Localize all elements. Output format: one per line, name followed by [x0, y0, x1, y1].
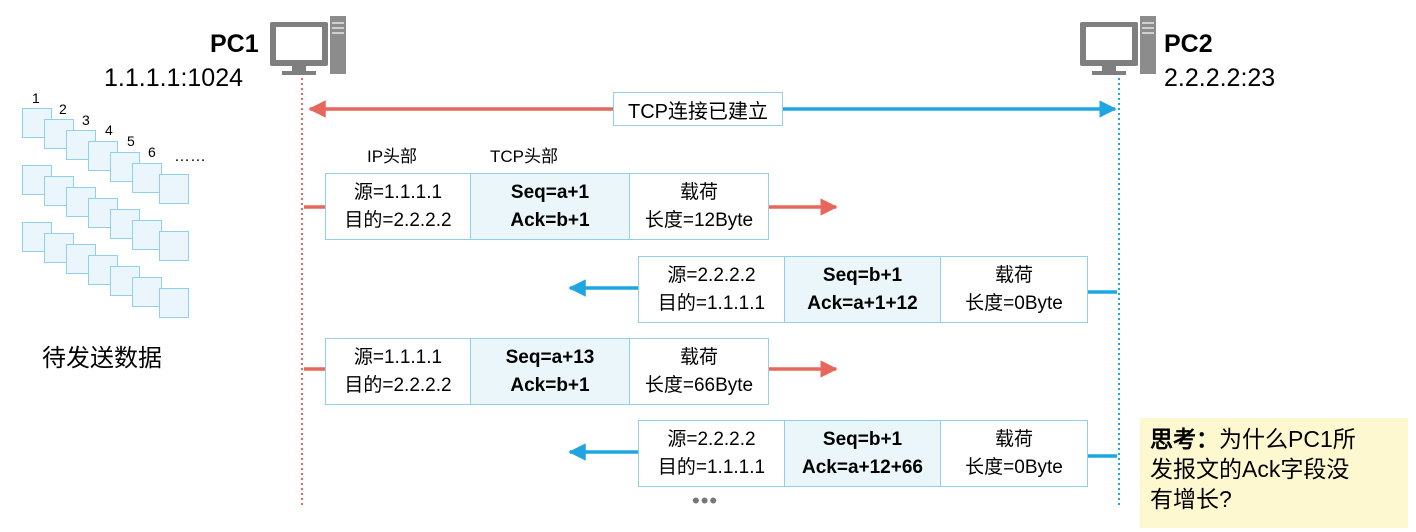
- packet-1-tcp-header: Seq=a+1 Ack=b+1: [470, 174, 630, 239]
- packet-3: 源=1.1.1.1 目的=2.2.2.2 Seq=a+13 Ack=b+1 载荷…: [325, 338, 769, 405]
- packet-2-ack: Ack=a+1+12: [807, 292, 918, 314]
- think-line-2: 发报文的Ack字段没: [1150, 456, 1350, 482]
- pc2-address: 2.2.2.2:23: [1164, 64, 1276, 92]
- computer-icon: [270, 16, 346, 75]
- packet-3-payload-length: 长度=66Byte: [644, 374, 754, 396]
- packet-3-ip-source: 源=1.1.1.1: [353, 346, 443, 368]
- computer-icon: [1080, 16, 1156, 75]
- packet-1: 源=1.1.1.1 目的=2.2.2.2 Seq=a+1 Ack=b+1 载荷 …: [325, 173, 769, 240]
- tcp-header-label: TCP头部: [490, 147, 558, 166]
- pc2-name: PC2: [1164, 30, 1213, 58]
- connection-label: TCP连接已建立: [613, 92, 783, 126]
- packet-1-payload-length: 长度=12Byte: [644, 209, 754, 231]
- packet-1-ip-destination: 目的=2.2.2.2: [344, 209, 452, 231]
- packet-4-ip-header: 源=2.2.2.2 目的=1.1.1.1: [639, 421, 784, 486]
- packet-4-ack: Ack=a+12+66: [802, 456, 923, 478]
- packet-2: 源=2.2.2.2 目的=1.1.1.1 Seq=b+1 Ack=a+1+12 …: [638, 256, 1088, 323]
- packet-3-tcp-header: Seq=a+13 Ack=b+1: [470, 339, 630, 404]
- packet-1-ack: Ack=b+1: [510, 209, 590, 231]
- packet-3-seq: Seq=a+13: [505, 346, 595, 368]
- packet-4-payload: 载荷 长度=0Byte: [941, 421, 1087, 486]
- more-indicator: •••: [692, 488, 719, 513]
- packet-1-payload: 载荷 长度=12Byte: [630, 174, 768, 239]
- packet-4-seq: Seq=b+1: [822, 428, 903, 450]
- queue-ellipsis: ……: [174, 148, 206, 165]
- think-label: 思考：: [1150, 426, 1219, 452]
- packet-3-ip-destination: 目的=2.2.2.2: [344, 374, 452, 396]
- packet-4-payload-length: 长度=0Byte: [965, 456, 1063, 478]
- queue-caption: 待发送数据: [42, 345, 162, 372]
- packet-2-seq: Seq=b+1: [822, 264, 903, 286]
- packet-2-tcp-header: Seq=b+1 Ack=a+1+12: [784, 257, 941, 322]
- pc1-name: PC1: [210, 30, 259, 58]
- packet-1-seq: Seq=a+1: [510, 181, 590, 203]
- packet-2-ip-header: 源=2.2.2.2 目的=1.1.1.1: [639, 257, 784, 322]
- packet-3-payload: 载荷 长度=66Byte: [630, 339, 768, 404]
- packet-1-ip-source: 源=1.1.1.1: [353, 181, 443, 203]
- packet-2-ip-destination: 目的=1.1.1.1: [657, 292, 766, 314]
- think-note: 思考：为什么PC1所 发报文的Ack字段没 有增长?: [1140, 418, 1408, 528]
- packet-3-ack: Ack=b+1: [510, 374, 590, 396]
- pc1-address: 1.1.1.1:1024: [104, 64, 244, 92]
- packet-3-payload-label: 载荷: [679, 346, 718, 368]
- packet-2-ip-source: 源=2.2.2.2: [667, 264, 756, 286]
- packet-4: 源=2.2.2.2 目的=1.1.1.1 Seq=b+1 Ack=a+12+66…: [638, 420, 1088, 487]
- queue-number-1: 1: [32, 90, 40, 106]
- packet-1-ip-header: 源=1.1.1.1 目的=2.2.2.2: [326, 174, 470, 239]
- packet-4-ip-source: 源=2.2.2.2: [667, 428, 756, 450]
- queue-number-4: 4: [105, 122, 113, 138]
- queue-number-5: 5: [127, 133, 135, 149]
- packet-3-ip-header: 源=1.1.1.1 目的=2.2.2.2: [326, 339, 470, 404]
- packet-4-payload-label: 载荷: [994, 428, 1033, 450]
- ip-header-label: IP头部: [367, 147, 418, 166]
- packet-2-payload: 载荷 长度=0Byte: [941, 257, 1087, 322]
- queue-number-2: 2: [59, 101, 67, 117]
- queue-number-6: 6: [148, 144, 156, 160]
- think-line-3: 有增长?: [1150, 486, 1232, 512]
- think-line-1: 为什么PC1所: [1219, 426, 1356, 452]
- packet-2-payload-length: 长度=0Byte: [965, 292, 1063, 314]
- packet-4-tcp-header: Seq=b+1 Ack=a+12+66: [784, 421, 941, 486]
- packet-1-payload-label: 载荷: [679, 181, 718, 203]
- queue-number-3: 3: [82, 112, 90, 128]
- packet-2-payload-label: 载荷: [994, 264, 1033, 286]
- packet-4-ip-destination: 目的=1.1.1.1: [657, 456, 766, 478]
